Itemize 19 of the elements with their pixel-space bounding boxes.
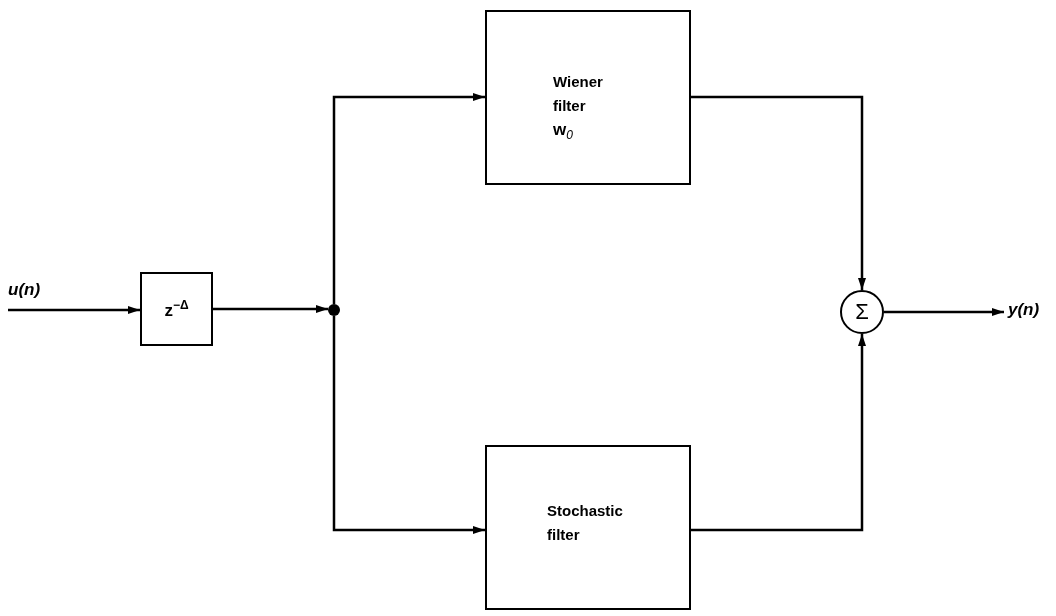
- signal-arrow: [884, 308, 1004, 316]
- filter-block: [485, 445, 691, 610]
- signal-arrow: [213, 305, 328, 313]
- signal-arrow: [691, 95, 866, 290]
- signal-arrow: [8, 306, 140, 314]
- block-label: Stochastic filter: [547, 501, 624, 545]
- junction-dot: [328, 304, 340, 316]
- signal-arrow: [332, 316, 485, 534]
- filter-block: [485, 10, 691, 185]
- signal-arrow: [691, 334, 866, 532]
- signal-arrow: [332, 93, 485, 304]
- delay-block: [140, 272, 213, 346]
- delay-operator: z$^{−Δ}$: [164, 297, 189, 321]
- signal-label: u(n): [8, 280, 41, 300]
- sum-symbol: Σ: [855, 299, 869, 325]
- weight-vector: w$_{0}$: [553, 119, 574, 145]
- summing-junction: [840, 290, 884, 334]
- block-label: Wiener filter: [553, 72, 604, 116]
- signal-label: y(n): [1008, 300, 1040, 320]
